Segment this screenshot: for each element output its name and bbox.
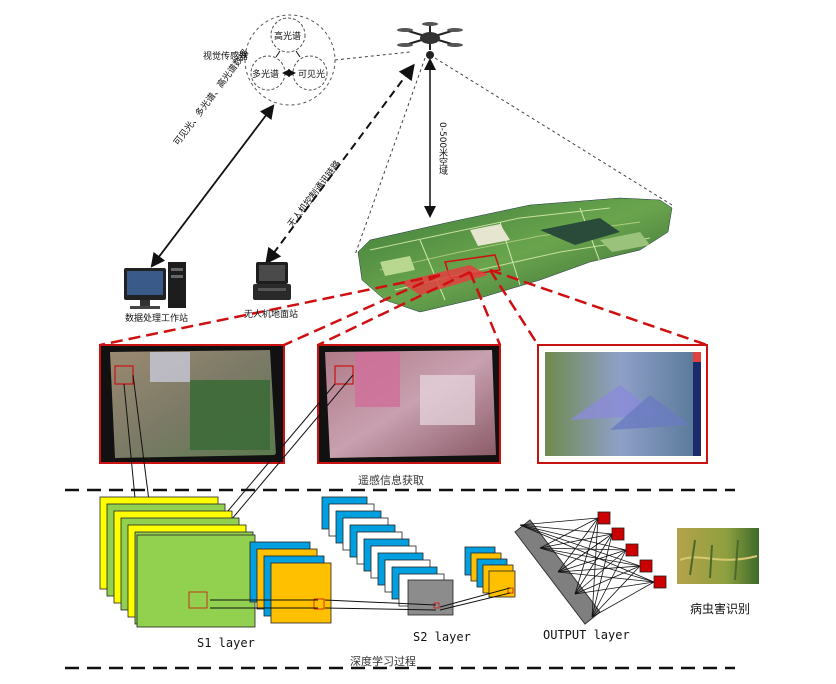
fc-connection (574, 565, 641, 595)
output-node (611, 527, 625, 541)
multispectral-label: 多光谱 (252, 70, 280, 80)
crop-result-image (677, 528, 759, 584)
output-layer (514, 511, 667, 625)
fc-connection (557, 549, 627, 573)
c3-layer-stack (464, 546, 516, 598)
s2-receptive-field (433, 602, 440, 609)
fc-connection (574, 581, 655, 595)
multispectral-image-panel (317, 344, 501, 464)
data-link-arrow (150, 104, 275, 268)
output-node (597, 511, 611, 525)
c3-receptive-field (507, 587, 514, 594)
visible-light-label: 可见光 (298, 70, 326, 80)
fc-connection (591, 565, 641, 618)
c2-layer-stack (249, 541, 332, 624)
remote-sensing-section-title: 遥感信息获取 (358, 474, 424, 487)
fc-connection (539, 547, 627, 551)
c2-front-map (270, 562, 332, 624)
output-node (625, 543, 639, 557)
fc-connection (591, 581, 655, 618)
visible-image-panel (99, 344, 285, 464)
s1-front-map (136, 534, 256, 628)
sensor-group-label: 视觉传感器 (203, 52, 249, 62)
deep-learning-section-title: 深度学习过程 (350, 655, 416, 668)
output-node (653, 575, 667, 589)
fc-connection (557, 565, 641, 573)
fc-connection (557, 533, 613, 573)
fc-connection (591, 549, 627, 618)
fc-connection (519, 524, 627, 551)
s1-layer-stack (99, 496, 256, 628)
workstation-icon (124, 262, 186, 309)
fc-connection (591, 517, 599, 618)
fc-connection (539, 533, 613, 549)
hyperspectral-label: 高光谱 (274, 32, 302, 42)
ground-station-label: 无人机地面站 (244, 310, 299, 320)
fc-connection (574, 533, 613, 595)
fc-connection (539, 547, 655, 583)
s2-layer-stack (321, 496, 454, 616)
fc-connection (539, 517, 599, 549)
fc-connection (574, 517, 599, 595)
ground-station-icon (253, 262, 291, 300)
output-node (639, 559, 653, 573)
fc-connection (539, 547, 641, 567)
s1-layer-label: S1 layer (197, 636, 255, 650)
altitude-label: 0-500米空域 (437, 122, 447, 176)
s2-layer-label: S2 layer (413, 630, 471, 644)
c2-receptive-field (313, 598, 325, 610)
fc-connection (591, 533, 613, 618)
output-layer-label: OUTPUT layer (543, 628, 630, 642)
fc-connection (519, 517, 599, 526)
stack-connection-lines (210, 587, 511, 611)
projection-lines (99, 268, 708, 347)
control-link-arrow (265, 63, 415, 265)
fc-connection (519, 524, 613, 535)
fc-connection (574, 549, 627, 595)
workstation-label: 数据处理工作站 (125, 314, 189, 324)
pest-identification-label: 病虫害识别 (690, 602, 751, 616)
hyperspectral-image-panel (537, 344, 708, 464)
fc-connection (557, 571, 655, 583)
s1-receptive-field (188, 591, 208, 609)
sensor-group (244, 14, 411, 106)
fc-connection (519, 524, 641, 567)
aerial-field-map (357, 197, 673, 313)
drone-icon (397, 22, 463, 59)
fc-connection (557, 517, 599, 573)
